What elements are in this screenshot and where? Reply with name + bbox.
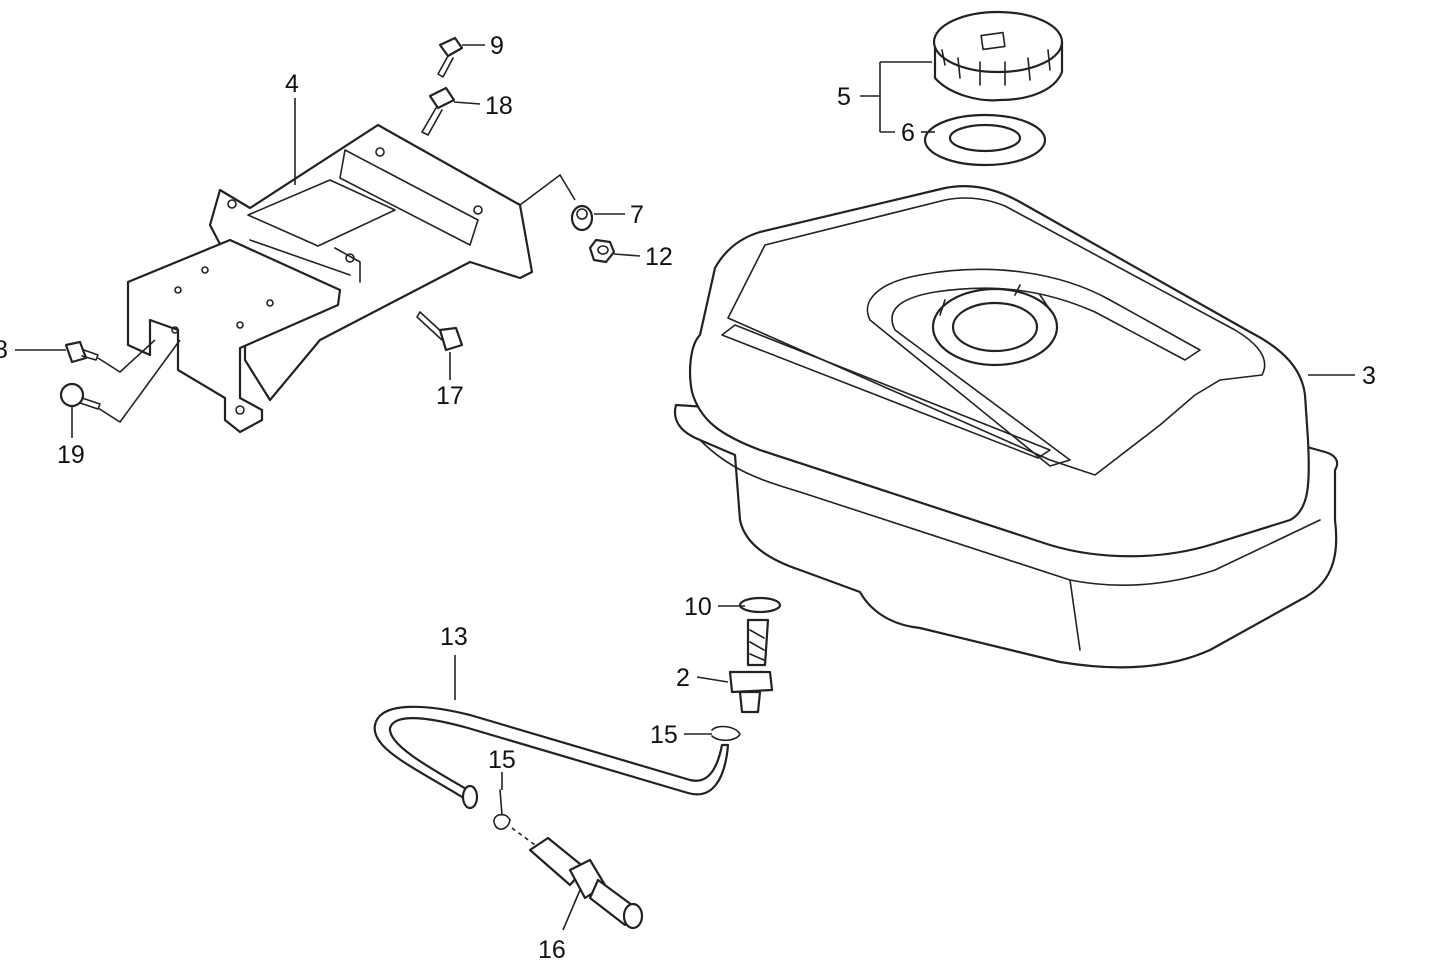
callout-2: 2 bbox=[676, 664, 690, 692]
fuel-hose-icon bbox=[373, 705, 730, 810]
callout-5: 5 bbox=[837, 83, 851, 111]
callout-6: 6 bbox=[901, 119, 915, 147]
callout-10: 10 bbox=[684, 593, 712, 621]
bolt-icon bbox=[59, 382, 101, 410]
bolt-icon bbox=[437, 36, 464, 78]
collar-icon bbox=[570, 204, 594, 232]
callout-labels: 9 18 4 7 12 17 8 19 5 6 3 10 2 15 13 15 … bbox=[0, 32, 1376, 964]
hose-joint-icon bbox=[528, 836, 644, 930]
bolt-icon bbox=[416, 311, 464, 352]
callout-18: 18 bbox=[485, 92, 513, 120]
leader-lines bbox=[15, 44, 1355, 931]
bracket-icon bbox=[126, 123, 534, 434]
callout-3: 3 bbox=[1362, 362, 1376, 390]
callout-17: 17 bbox=[436, 382, 464, 410]
fuel-cap-icon bbox=[932, 10, 1064, 102]
callout-16: 16 bbox=[538, 936, 566, 964]
callout-19: 19 bbox=[57, 441, 85, 469]
callout-7: 7 bbox=[630, 201, 644, 229]
gasket-icon bbox=[923, 113, 1047, 167]
callout-15-joint: 15 bbox=[488, 746, 516, 774]
fuel-valve-icon bbox=[711, 596, 782, 742]
bolt-icon bbox=[421, 86, 456, 136]
callout-9: 9 bbox=[490, 32, 504, 60]
callout-13: 13 bbox=[440, 623, 468, 651]
bolt-icon bbox=[64, 340, 99, 364]
hose-clip-icon bbox=[493, 789, 511, 830]
callout-8: 8 bbox=[0, 336, 8, 364]
callout-15-valve: 15 bbox=[650, 721, 678, 749]
callout-4: 4 bbox=[285, 70, 299, 98]
fuel-tank-icon bbox=[673, 185, 1339, 669]
nut-icon bbox=[588, 238, 616, 264]
callout-12: 12 bbox=[645, 243, 673, 271]
